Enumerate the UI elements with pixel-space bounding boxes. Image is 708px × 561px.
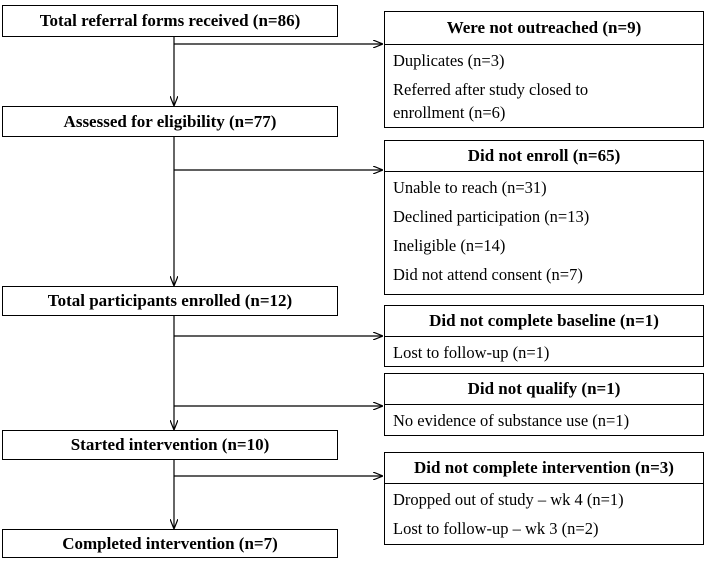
box-referrals: Total referral forms received (n=86) bbox=[2, 5, 338, 37]
not-baseline-item: Lost to follow-up (n=1) bbox=[393, 343, 550, 362]
box-not-qualify: Did not qualify (n=1) No evidence of sub… bbox=[384, 373, 704, 436]
completed-label: Completed intervention (n=7) bbox=[62, 533, 278, 553]
box-assessed: Assessed for eligibility (n=77) bbox=[2, 106, 338, 137]
not-outreached-item: Referred after study closed to bbox=[393, 80, 589, 99]
box-enrolled: Total participants enrolled (n=12) bbox=[2, 286, 338, 316]
not-enroll-item: Ineligible (n=14) bbox=[393, 236, 506, 255]
not-qualify-item: No evidence of substance use (n=1) bbox=[393, 411, 630, 430]
box-not-complete: Did not complete intervention (n=3) Drop… bbox=[384, 452, 704, 545]
not-baseline-title: Did not complete baseline (n=1) bbox=[385, 306, 703, 337]
not-complete-title: Did not complete intervention (n=3) bbox=[385, 453, 703, 484]
box-completed: Completed intervention (n=7) bbox=[2, 529, 338, 558]
box-started: Started intervention (n=10) bbox=[2, 430, 338, 460]
started-label: Started intervention (n=10) bbox=[70, 435, 270, 454]
enrolled-label: Total participants enrolled (n=12) bbox=[47, 291, 293, 310]
not-enroll-item: Unable to reach (n=31) bbox=[393, 178, 547, 197]
referrals-label: Total referral forms received (n=86) bbox=[39, 11, 301, 30]
not-outreached-item: Duplicates (n=3) bbox=[393, 51, 505, 70]
box-not-enroll: Did not enroll (n=65) Unable to reach (n… bbox=[384, 140, 704, 295]
box-not-outreached: Were not outreached (n=9) Duplicates (n=… bbox=[384, 11, 704, 128]
box-not-baseline: Did not complete baseline (n=1) Lost to … bbox=[384, 305, 704, 367]
not-complete-item: Dropped out of study – wk 4 (n=1) bbox=[393, 490, 624, 509]
not-outreached-title: Were not outreached (n=9) bbox=[385, 12, 703, 45]
not-enroll-title: Did not enroll (n=65) bbox=[385, 141, 703, 172]
assessed-label: Assessed for eligibility (n=77) bbox=[63, 111, 277, 131]
not-outreached-item: enrollment (n=6) bbox=[393, 103, 506, 122]
not-enroll-item: Declined participation (n=13) bbox=[393, 207, 590, 226]
not-qualify-title: Did not qualify (n=1) bbox=[385, 374, 703, 405]
not-complete-item: Lost to follow-up – wk 3 (n=2) bbox=[393, 519, 599, 538]
not-enroll-item: Did not attend consent (n=7) bbox=[393, 265, 583, 284]
